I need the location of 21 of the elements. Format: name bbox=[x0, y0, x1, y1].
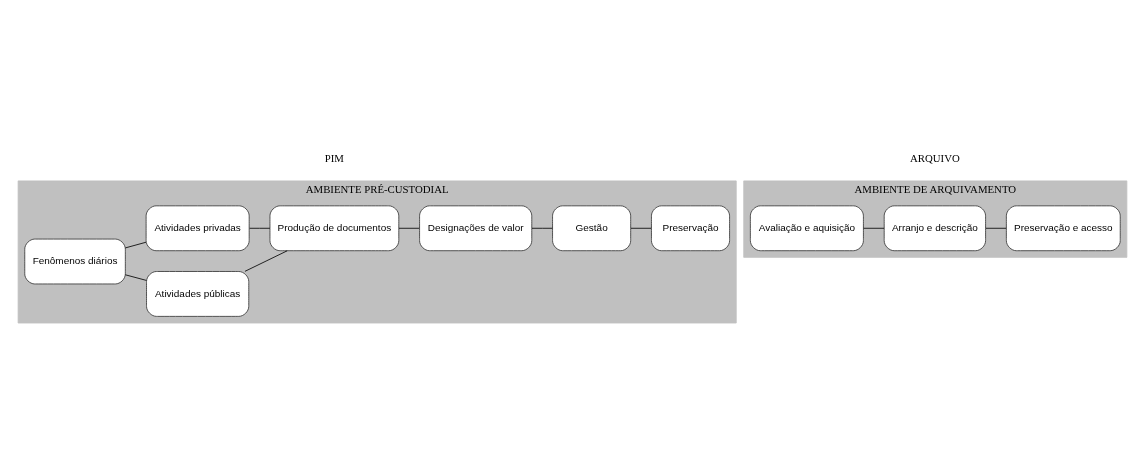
connector bbox=[125, 273, 147, 281]
label: PIM bbox=[324, 151, 344, 164]
connector bbox=[630, 227, 652, 229]
connector bbox=[398, 227, 420, 229]
node-box: Designações de valor bbox=[419, 204, 533, 251]
node-box: Atividades privadas bbox=[145, 204, 250, 251]
node-box: Gestão bbox=[552, 204, 632, 251]
node-box: Arranjo e descrição bbox=[883, 204, 986, 251]
connector bbox=[244, 249, 288, 272]
node-box: Atividades públicas bbox=[146, 270, 250, 317]
node-box: Preservação bbox=[651, 204, 730, 251]
node-box: Preservação e acesso bbox=[1005, 204, 1121, 251]
connector bbox=[863, 227, 885, 229]
connector bbox=[985, 227, 1007, 229]
connector bbox=[531, 227, 553, 229]
node-box: Avaliação e aquisição bbox=[749, 204, 864, 251]
node-box: Fenômenos diários bbox=[24, 238, 126, 284]
connector bbox=[249, 227, 271, 229]
node-box: Produção de documentos bbox=[269, 204, 400, 251]
connector bbox=[125, 241, 147, 248]
label: ARQUIVO bbox=[909, 151, 960, 164]
